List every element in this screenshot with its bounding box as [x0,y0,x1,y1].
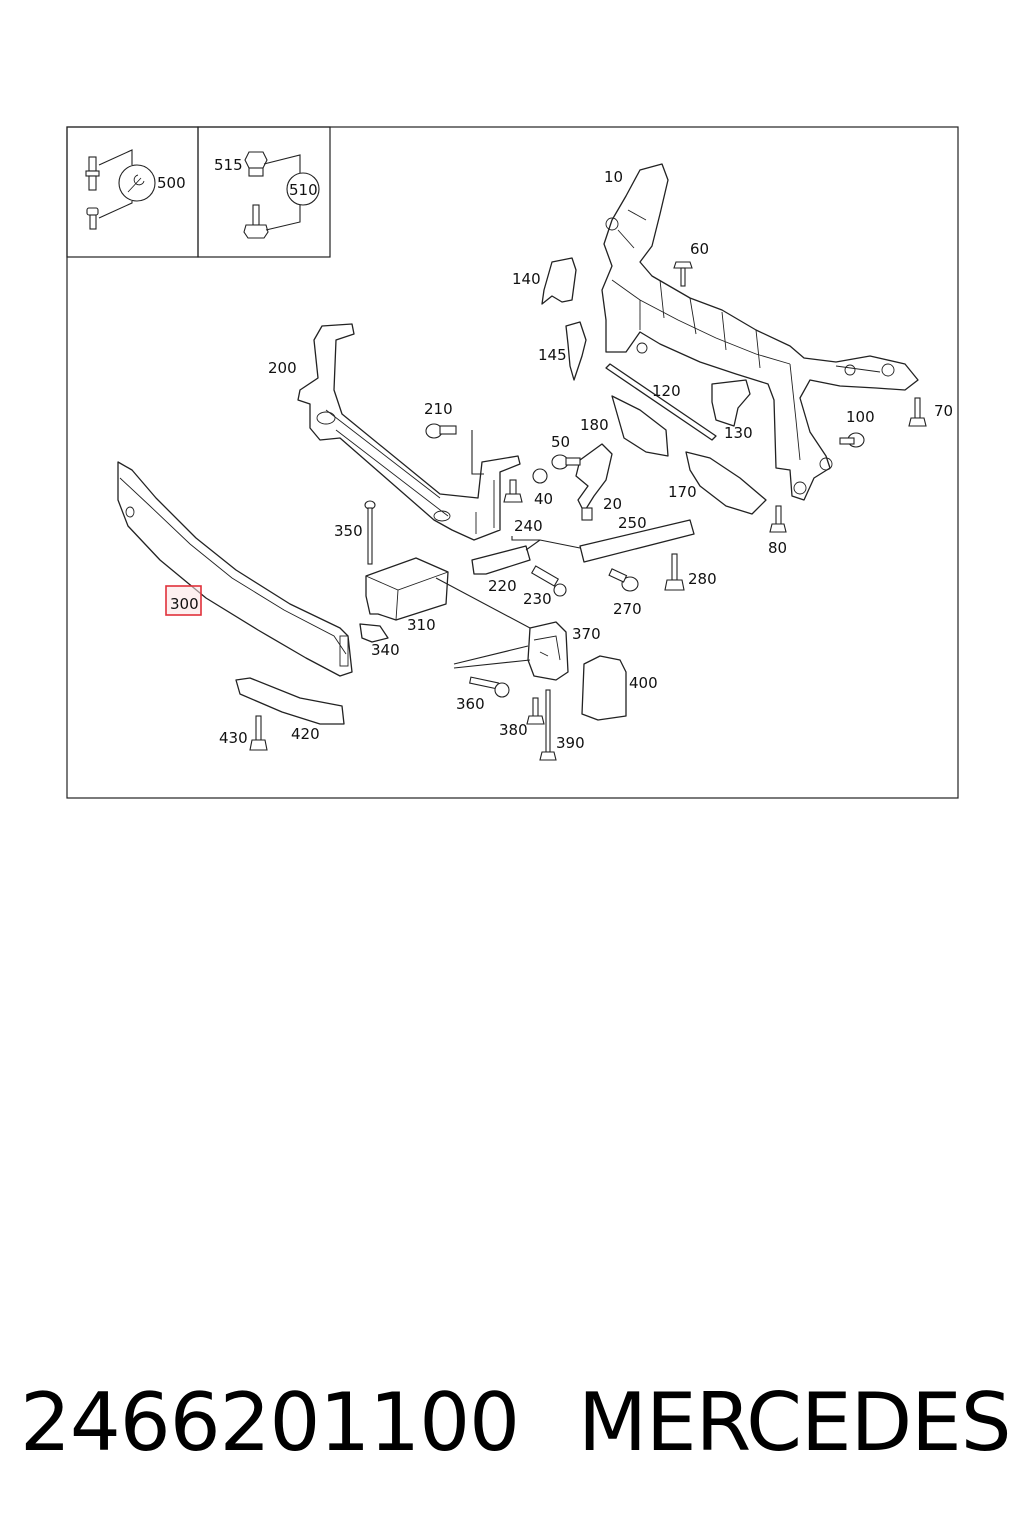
label-280: 280 [688,570,717,588]
part-number: 246620110​0 [20,1376,520,1469]
plate-250 [579,519,695,563]
label-230: 230 [523,590,552,608]
label-80: 80 [768,539,787,557]
callout-labels: 10 60 140 145 200 120 70 100 210 180 130… [157,156,953,752]
label-200: 200 [268,359,297,377]
label-240: 240 [514,517,543,535]
bracket-310 [365,557,449,621]
bracket-180 [611,395,669,457]
radiator-support-frame [601,163,919,501]
highlight-300 [165,585,202,616]
label-210: 210 [424,400,453,418]
label-360: 360 [456,695,485,713]
bracket-140 [541,257,577,305]
label-20: 20 [603,495,622,513]
label-310: 310 [407,616,436,634]
label-130: 130 [724,424,753,442]
label-180: 180 [580,416,609,434]
brand-name: MERCEDES [578,1376,1012,1469]
footer-caption: 246620110​0 MERCEDES [20,1368,1012,1478]
absorber-420 [235,677,345,725]
label-390: 390 [556,734,585,752]
label-40: 40 [534,490,553,508]
label-370: 370 [572,625,601,643]
rod-120 [605,363,717,441]
label-60: 60 [690,240,709,258]
diagram-frame [66,126,959,799]
plate-340 [359,623,389,643]
bracket-240 [471,545,531,575]
bracket-20 [575,443,613,513]
label-70: 70 [934,402,953,420]
bracket-370 [527,621,569,681]
parts-diagram: 10 60 140 145 200 120 70 100 210 180 130… [66,126,959,799]
inset-500-parts [85,149,156,230]
cross-member-200 [297,323,521,541]
label-500: 500 [157,174,186,192]
label-350: 350 [334,522,363,540]
label-140: 140 [512,270,541,288]
fastener-group [249,261,927,761]
label-340: 340 [371,641,400,659]
inset-box-510 [197,126,331,258]
bumper-beam-300 [117,461,353,677]
label-420: 420 [291,725,320,743]
bracket-145 [565,321,587,381]
deflector-400 [581,655,627,721]
label-430: 430 [219,729,248,747]
deflector-170 [685,451,767,515]
label-170: 170 [668,483,697,501]
label-145: 145 [538,346,567,364]
label-100: 100 [846,408,875,426]
inset-510-parts [243,151,320,239]
label-220: 220 [488,577,517,595]
label-10: 10 [604,168,623,186]
label-515: 515 [214,156,243,174]
label-400: 400 [629,674,658,692]
label-380: 380 [499,721,528,739]
label-270: 270 [613,600,642,618]
label-300: 300 [170,595,199,613]
label-250: 250 [618,514,647,532]
label-50: 50 [551,433,570,451]
leader-lines [435,430,581,669]
label-120: 120 [652,382,681,400]
bracket-130 [711,379,751,427]
label-510: 510 [289,181,318,199]
